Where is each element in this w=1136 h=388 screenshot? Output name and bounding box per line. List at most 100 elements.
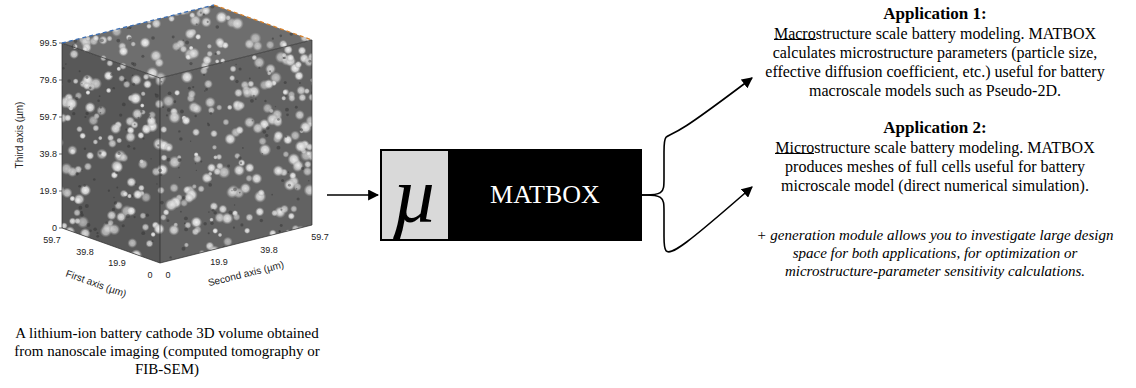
particle xyxy=(92,125,99,132)
particle xyxy=(188,47,200,59)
particle xyxy=(116,137,122,143)
particle xyxy=(269,229,277,237)
application-body: Microstructure scale battery modeling. M… xyxy=(755,138,1115,195)
pore-speck xyxy=(156,183,157,184)
pore-speck xyxy=(85,112,88,115)
pore-speck xyxy=(204,90,206,92)
pore-speck xyxy=(308,180,309,181)
particle xyxy=(258,137,267,146)
pore-speck xyxy=(301,167,304,170)
particle xyxy=(155,0,164,7)
pore-speck xyxy=(265,134,268,137)
particle xyxy=(233,213,241,221)
pore-speck xyxy=(89,86,92,89)
particle xyxy=(169,183,179,193)
particle xyxy=(130,121,138,129)
pore-speck xyxy=(135,184,137,186)
particle xyxy=(295,140,307,152)
particle xyxy=(305,115,316,126)
particle xyxy=(187,90,196,99)
particle xyxy=(154,58,164,68)
particle xyxy=(224,133,236,145)
particle xyxy=(303,184,316,197)
particle xyxy=(215,11,228,24)
pore-speck xyxy=(74,40,77,43)
particle xyxy=(110,123,121,134)
particle xyxy=(144,260,153,269)
particle xyxy=(293,245,298,250)
pore-speck xyxy=(141,231,145,235)
particle xyxy=(140,91,145,96)
pore-speck xyxy=(250,99,254,103)
pore-speck xyxy=(56,64,60,68)
particle xyxy=(108,224,120,236)
particle xyxy=(207,44,213,50)
pore-speck xyxy=(167,219,170,222)
pore-speck xyxy=(277,118,280,121)
pore-speck xyxy=(169,256,171,258)
pore-speck xyxy=(60,20,63,23)
pore-speck xyxy=(178,130,180,132)
pore-speck xyxy=(115,171,118,174)
particle xyxy=(290,130,301,141)
pore-speck xyxy=(105,222,108,225)
pore-speck xyxy=(283,57,285,59)
particle xyxy=(85,12,92,19)
particle xyxy=(140,103,145,108)
particle xyxy=(146,23,152,29)
particle xyxy=(293,8,305,20)
pore-speck xyxy=(149,114,151,116)
pore-speck xyxy=(62,67,64,69)
particle xyxy=(250,258,258,266)
pore-speck xyxy=(96,232,98,234)
pore-speck xyxy=(228,211,232,215)
particle xyxy=(55,25,63,33)
particle xyxy=(294,245,301,252)
pore-speck xyxy=(99,152,102,155)
figure-caption: A lithium-ion battery cathode 3D volume … xyxy=(14,324,320,378)
axis-tick-label: 19.9 xyxy=(210,258,228,267)
pore-speck xyxy=(93,227,97,231)
pore-speck xyxy=(167,158,171,162)
pore-speck xyxy=(137,117,139,119)
particle xyxy=(208,245,221,258)
pore-speck xyxy=(146,214,149,217)
pore-speck xyxy=(132,83,135,86)
pore-speck xyxy=(280,209,282,211)
pore-speck xyxy=(83,184,86,187)
particle xyxy=(245,163,255,173)
particle xyxy=(239,245,251,257)
particle xyxy=(72,0,79,6)
pore-speck xyxy=(141,55,144,58)
particle xyxy=(192,128,200,136)
particle xyxy=(67,145,78,156)
particle xyxy=(120,189,128,197)
particle xyxy=(96,148,108,160)
particle xyxy=(189,12,196,19)
pore-speck xyxy=(100,260,103,263)
pore-speck xyxy=(196,170,197,171)
particle xyxy=(290,205,298,213)
pore-speck xyxy=(189,62,192,65)
pore-speck xyxy=(184,216,188,220)
pore-speck xyxy=(179,137,183,141)
pore-speck xyxy=(133,63,137,67)
matbox-logo: µMATBOX xyxy=(380,149,642,241)
pore-speck xyxy=(180,211,182,213)
pore-speck xyxy=(203,14,205,16)
application-title: Application 2: xyxy=(755,118,1115,138)
pore-speck xyxy=(285,95,287,97)
particle xyxy=(244,227,251,234)
particle xyxy=(247,80,254,87)
particle xyxy=(202,55,212,65)
pore-speck xyxy=(113,197,114,198)
pore-speck xyxy=(296,188,297,189)
pore-speck xyxy=(194,115,196,117)
pore-speck xyxy=(79,206,83,210)
particle xyxy=(218,233,223,238)
pore-speck xyxy=(89,229,92,232)
particle xyxy=(67,253,78,264)
pore-speck xyxy=(279,230,281,232)
particle xyxy=(73,209,81,217)
particle xyxy=(286,54,295,63)
